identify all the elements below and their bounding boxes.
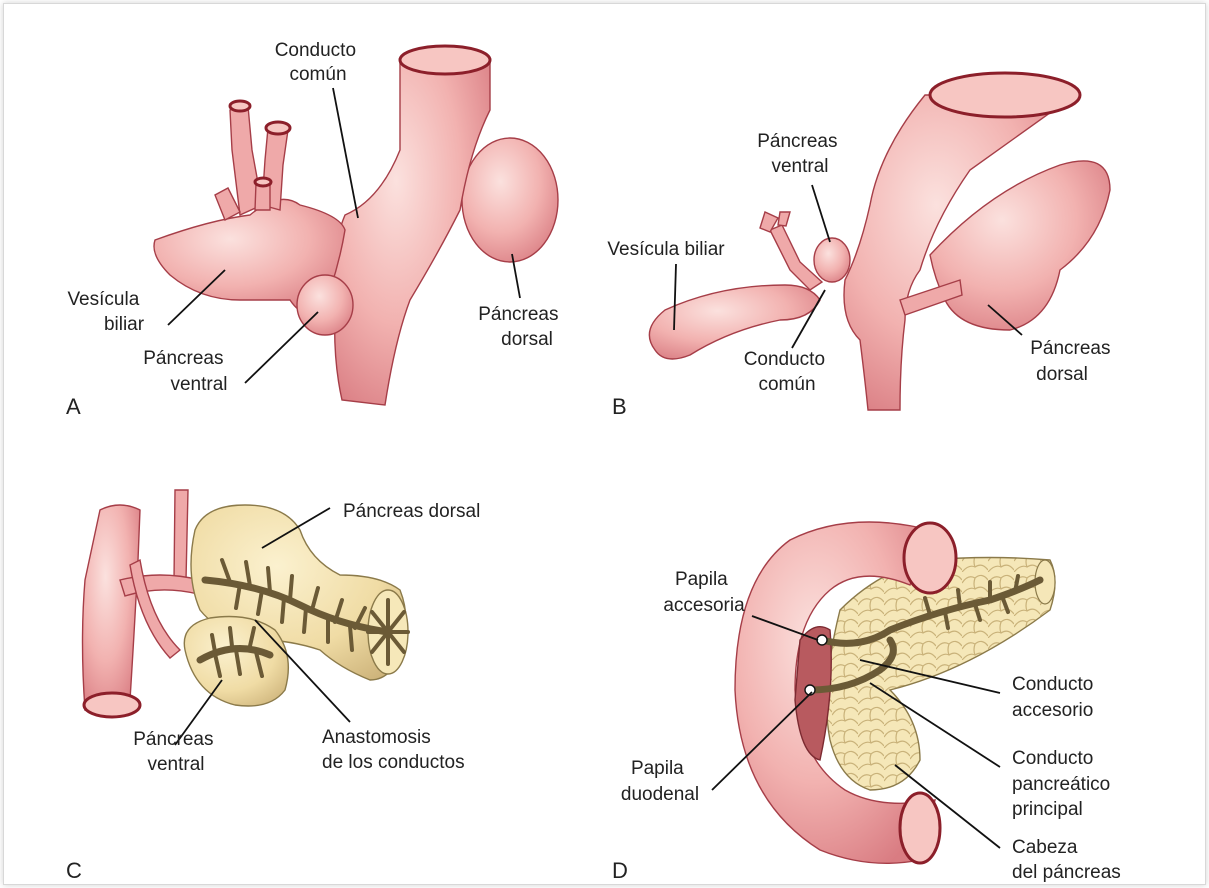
panel-a: Conducto común Vesícula biliar Páncreas …: [66, 40, 564, 419]
d-label-conducto-pancreatico: Conducto pancreático principal: [1012, 748, 1116, 820]
b-ventral-bud-shape: [814, 238, 850, 282]
a-branch-2-tip: [266, 122, 290, 134]
d-accessory-papilla-dot: [817, 635, 827, 645]
a-label-vesicula-biliar: Vesícula biliar: [67, 289, 144, 335]
panel-c: Páncreas dorsal Páncreas ventral Anastom…: [66, 490, 480, 883]
a-branch-4-tip: [255, 178, 271, 186]
c-label-pancreas-dorsal: Páncreas dorsal: [343, 501, 480, 522]
a-label-pancreas-dorsal: Páncreas dorsal: [478, 304, 564, 350]
c-bile-duct: [174, 490, 188, 580]
panel-letter-a: A: [66, 394, 81, 419]
b-label-pancreas-ventral: Páncreas ventral: [757, 131, 843, 177]
d-label-conducto-accesorio: Conducto accesorio: [1012, 674, 1099, 721]
b-label-vesicula-biliar: Vesícula biliar: [607, 239, 725, 260]
d-label-papila-accesoria: Papila accesoria: [663, 569, 745, 616]
a-ventral-bud-shape: [297, 275, 353, 335]
a-label-conducto-comun: Conducto común: [275, 40, 362, 85]
b-leader-pancreas-ventral: [812, 185, 830, 242]
d-duodenum-bottom-opening: [900, 793, 940, 863]
c-duodenum-opening: [84, 693, 140, 717]
c-label-anastomosis: Anastomosis de los conductos: [322, 727, 465, 773]
d-label-cabeza-pancreas: Cabeza del páncreas: [1012, 837, 1121, 883]
panel-letter-c: C: [66, 858, 82, 883]
d-duodenum-top-opening: [904, 523, 956, 593]
a-dorsal-pancreas-shape: [462, 138, 558, 262]
a-gut-tube-shape: [334, 60, 490, 405]
b-label-conducto-comun: Conducto común: [744, 349, 831, 395]
b-label-pancreas-dorsal: Páncreas dorsal: [1030, 338, 1116, 385]
panel-d: Papila accesoria Conducto accesorio Papi…: [612, 522, 1121, 883]
c-label-pancreas-ventral: Páncreas ventral: [133, 729, 219, 775]
panel-b: Páncreas ventral Vesícula biliar Conduct…: [607, 73, 1115, 419]
c-duodenum-shape: [83, 505, 141, 710]
d-label-papila-duodenal: Papila duodenal: [621, 758, 699, 805]
a-branch-3: [215, 188, 240, 220]
a-gut-opening-shape: [400, 46, 490, 74]
a-leader-conducto-comun: [333, 88, 358, 218]
panel-letter-d: D: [612, 858, 628, 883]
panel-letter-b: B: [612, 394, 627, 419]
a-leader-pancreas-ventral: [245, 312, 318, 383]
b-gut-opening-shape: [930, 73, 1080, 117]
a-label-pancreas-ventral: Páncreas ventral: [143, 348, 229, 395]
a-branch-1-tip: [230, 101, 250, 111]
